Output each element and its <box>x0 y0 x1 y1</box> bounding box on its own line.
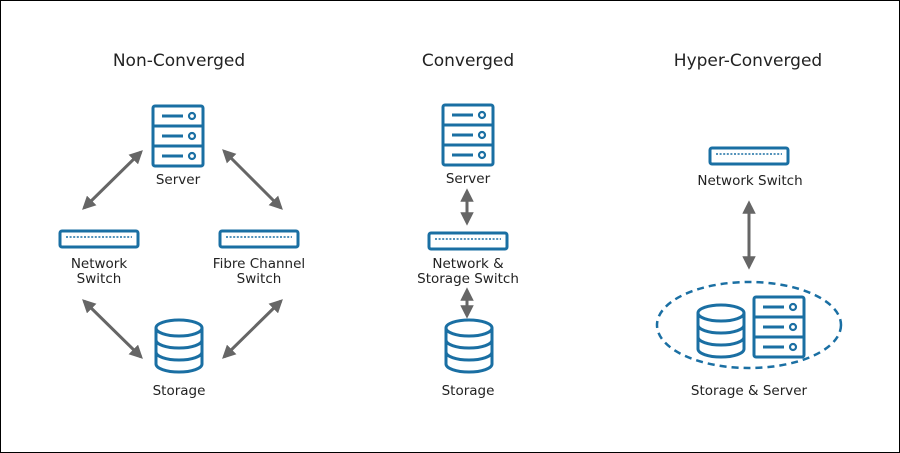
server-icon <box>752 295 806 359</box>
converged-title: Converged <box>422 51 514 71</box>
network-switch-label: Network Switch <box>697 173 802 189</box>
non-converged-title: Non-Converged <box>113 51 245 71</box>
network-switch-label-line2: Switch <box>77 271 122 287</box>
network-storage-switch-label-line1: Network & <box>432 256 504 272</box>
arrow-network-storage <box>82 299 143 359</box>
hyper-converged-section: Hyper-Converged Network Switch Storage &… <box>655 51 843 399</box>
storage-icon <box>444 318 494 374</box>
storage-label: Storage <box>442 383 495 399</box>
arrow-fibre-storage <box>222 299 283 359</box>
server-icon <box>441 103 495 167</box>
arrow-network-server <box>82 150 143 210</box>
network-storage-switch-label-line2: Storage Switch <box>417 271 519 287</box>
server-label: Server <box>156 172 201 188</box>
hyper-converged-title: Hyper-Converged <box>674 51 822 71</box>
fibre-channel-switch-label-line2: Switch <box>237 271 282 287</box>
network-switch-label-line1: Network <box>71 256 128 272</box>
hyper-converged-boundary <box>655 280 843 370</box>
network-switch-icon <box>708 146 790 166</box>
server-icon <box>151 104 205 168</box>
network-storage-switch-icon <box>427 231 509 251</box>
server-label: Server <box>446 171 491 187</box>
storage-icon <box>696 303 746 359</box>
fibre-channel-switch-label-line1: Fibre Channel <box>213 256 305 272</box>
storage-icon <box>154 318 204 374</box>
storage-label: Storage <box>153 383 206 399</box>
arrow-server-fibre <box>222 149 283 210</box>
fibre-channel-switch-icon <box>218 229 300 249</box>
storage-server-label: Storage & Server <box>691 383 808 399</box>
network-switch-icon <box>58 229 140 249</box>
converged-section: Converged Server Network & Storage Switc… <box>417 51 519 399</box>
non-converged-section: Non-Converged Server Network Switch Fibr… <box>58 51 305 399</box>
